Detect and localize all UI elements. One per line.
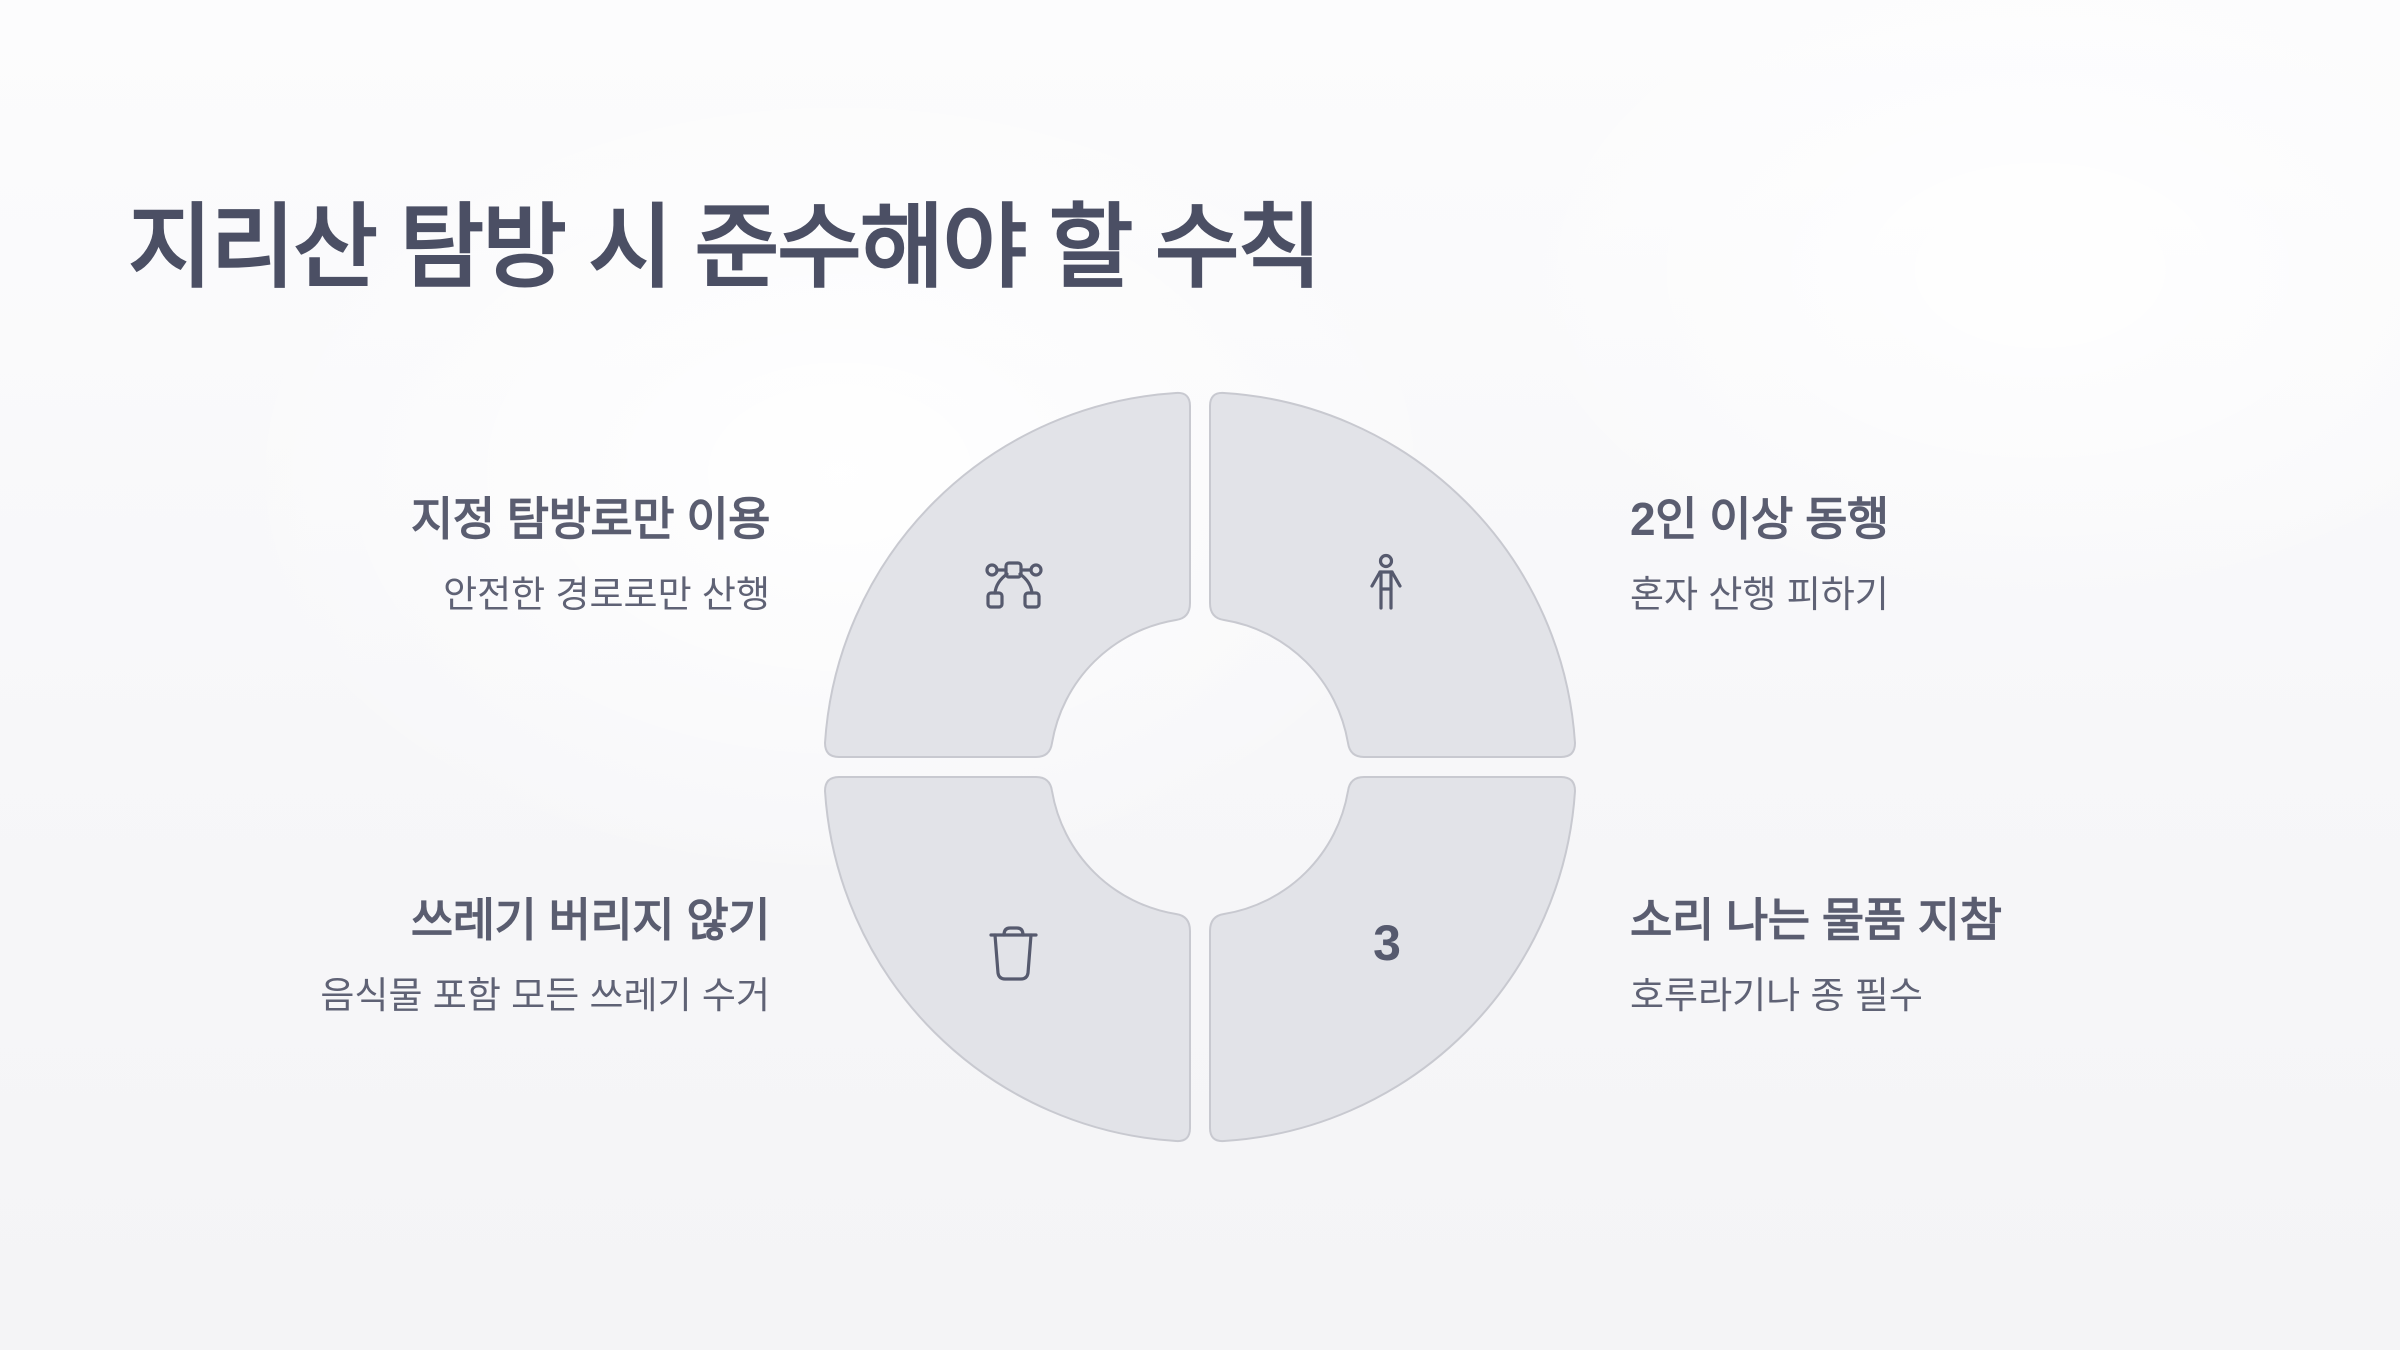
rule-item-no-littering: 쓰레기 버리지 않기 음식물 포함 모든 쓰레기 수거: [170, 893, 770, 1019]
rule-heading: 2인 이상 동행: [1630, 493, 1889, 545]
rule-heading: 쓰레기 버리지 않기: [410, 894, 771, 946]
bezier-curve-icon: [985, 561, 1043, 609]
rule-item-noise-maker: 소리 나는 물품 지참 호루라기나 종 필수: [1630, 893, 2230, 1019]
page-title: 지리산 탐방 시 준수해야 할 수칙: [128, 197, 1322, 299]
rule-description: 호루라기나 종 필수: [1630, 975, 1923, 1017]
rule-description: 안전한 경로로만 산행: [443, 574, 770, 616]
rule-heading: 소리 나는 물품 지참: [1630, 894, 2002, 946]
rule-description: 음식물 포함 모든 쓰레기 수거: [320, 975, 770, 1017]
segment-bottom-left: [824, 776, 1191, 1143]
rule-item-companion: 2인 이상 동행 혼자 산행 피하기: [1630, 492, 2230, 618]
trash-icon: [989, 926, 1038, 981]
rule-item-designated-trails: 지정 탐방로만 이용 안전한 경로로만 산행: [170, 492, 771, 618]
rule-heading: 지정 탐방로만 이용: [410, 493, 771, 545]
segment-number-3: 3: [1373, 915, 1401, 971]
person-icon: [1370, 553, 1402, 610]
rule-description: 혼자 산행 피하기: [1630, 574, 1889, 616]
